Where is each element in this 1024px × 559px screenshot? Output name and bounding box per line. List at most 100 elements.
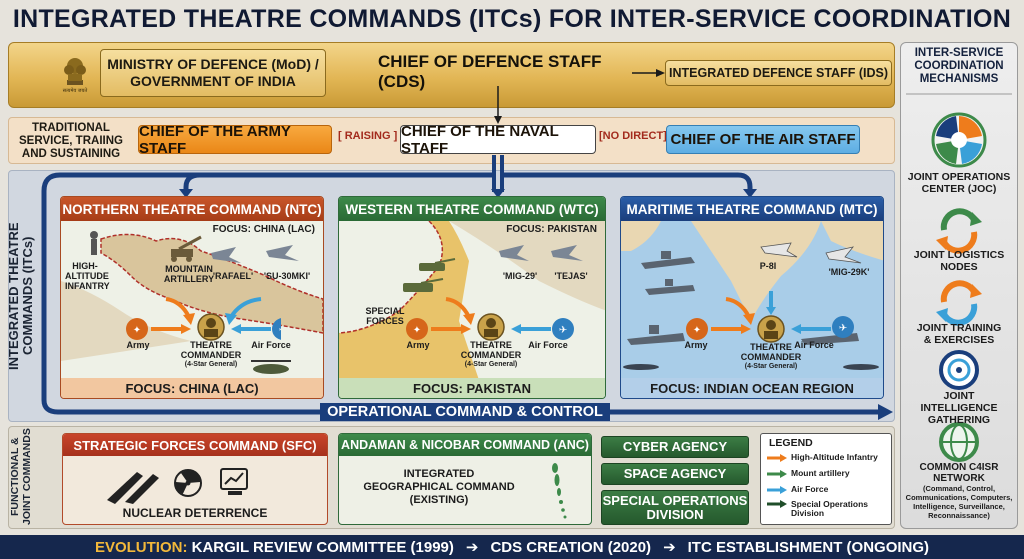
wtc-focus-top: FOCUS: PAKISTAN (506, 224, 597, 235)
fj-l2: JOINT COMMANDS (21, 428, 33, 526)
legend-item-high-altitude-infantry: High-Altitude Infantry (767, 453, 878, 462)
raising-bracket: [ RAISING ] (338, 130, 398, 142)
special-operations-division-box: SPECIAL OPERATIONS DIVISION (601, 490, 749, 525)
mtc-title: MARITIME THEATRE COMMAND (MTC) (621, 197, 883, 221)
svg-text:✦: ✦ (693, 325, 701, 336)
ntc-artillery-label: MOUNTAIN ARTILLERY (159, 264, 219, 284)
joc-l2: CENTER (JOC) (921, 183, 997, 195)
ntc-focus-foot: FOCUS: CHINA (LAC) (61, 378, 323, 398)
joint-operations-center-icon (931, 112, 987, 168)
wtc-special-forces-label: SPECIAL FORCES (365, 306, 405, 326)
command-console-icon (220, 468, 248, 495)
c4-d3: Intelligence, Surveillance, (913, 502, 1005, 511)
wtc-sf-l2: FORCES (366, 316, 404, 326)
integrated-defence-staff-box: INTEGRATED DEFENCE STAFF (IDS) (665, 60, 892, 86)
mod-line1: MINISTRY OF DEFENCE (MoD) / (107, 56, 319, 72)
mtc-cmdr-l2: COMMANDER (740, 352, 802, 362)
ntc-jet2-label: 'SU-30MKI' (263, 271, 311, 281)
ntc-army-label: Army (126, 340, 150, 350)
nuclear-icon (174, 469, 202, 497)
ntc-inf-l2: ALTITUDE (65, 271, 109, 281)
andaman-islands-icon (552, 463, 567, 519)
joc-l1: JOINT OPERATIONS (907, 171, 1011, 183)
joint-training-exercises-icon (936, 280, 982, 326)
evolution-step-2: CDS CREATION (2020) (490, 538, 652, 556)
ministry-of-defence-box: MINISTRY OF DEFENCE (MoD) / GOVERNMENT O… (100, 49, 326, 97)
sfc-body: NUCLEAR DETERRENCE (122, 506, 268, 520)
anc-body: INTEGRATED GEOGRAPHICAL COMMAND (EXISTIN… (349, 468, 529, 507)
anc-l1: INTEGRATED (403, 468, 475, 480)
wtc-coordination-diagram: ✦ ✈ (406, 297, 574, 341)
mtc-p8-label: P-8I (759, 261, 777, 271)
ntc-coordination-diagram: ✦ ✈ (126, 297, 281, 341)
wtc-focus-foot: FOCUS: PAKISTAN (339, 378, 605, 398)
maritime-theatre-command: MARITIME THEATRE COMMAND (MTC) P-8I 'MIG… (620, 196, 884, 399)
mech-title-l2: COORDINATION (914, 60, 1004, 72)
page-title: INTEGRATED THEATRE COMMANDS (ITCs) FOR I… (12, 4, 1012, 33)
mtc-theatre-commander: THEATRE COMMANDER (4-Star General) (736, 342, 806, 372)
space-agency-box: SPACE AGENCY (601, 463, 749, 485)
legend: LEGEND High-Altitude Infantry Mount arti… (760, 433, 892, 525)
wtc-sf-l1: SPECIAL (365, 306, 405, 316)
cyber-agency-box: CYBER AGENCY (601, 436, 749, 458)
fj-l1: FUNCTIONAL & (9, 437, 21, 517)
c4-d2: Communications, Computers, (905, 493, 1013, 502)
no-direct-bracket: [NO DIRECT] (599, 130, 667, 142)
ntc-theatre-commander: THEATRE COMMANDER (4-Star General) (176, 340, 246, 370)
wtc-cmdr-l2: COMMANDER (460, 350, 522, 360)
jig-label: JOINT INTELLIGENCE GATHERING (900, 390, 1018, 426)
arrow-right-icon: ➔ (465, 539, 479, 556)
mtc-coordination-diagram: ✦ ✈ (686, 291, 854, 343)
wtc-jet1-label: 'MIG-29' (502, 271, 538, 281)
wtc-title: WESTERN THEATRE COMMAND (WTC) (339, 197, 605, 221)
ntc-map-illustration (61, 221, 323, 380)
anc-l3: (EXISTING) (409, 494, 469, 506)
legend-item-air-force: Air Force (767, 485, 828, 494)
ntc-focus-top: FOCUS: CHINA (LAC) (212, 224, 315, 235)
mech-title-l3: MECHANISMS (919, 73, 999, 85)
svg-text:✈: ✈ (559, 325, 567, 336)
jln-l1: JOINT LOGISTICS (913, 249, 1005, 261)
sod-l1: SPECIAL OPERATIONS (602, 492, 748, 508)
dark-green-arrow-icon (767, 500, 787, 508)
andaman-nicobar-command: ANDAMAN & NICOBAR COMMAND (ANC) INTEGRAT… (338, 433, 592, 525)
sfc-title: STRATEGIC FORCES COMMAND (SFC) (63, 434, 327, 456)
joc-label: JOINT OPERATIONS CENTER (JOC) (900, 171, 1018, 195)
mtc-focus-foot: FOCUS: INDIAN OCEAN REGION (621, 378, 883, 398)
trad-l2: SERVICE, TRAIING (19, 134, 123, 147)
anc-l2: GEOGRAPHICAL COMMAND (363, 481, 515, 493)
blue-arrow-icon (767, 485, 787, 494)
ntc-cmdr-l2: COMMANDER (180, 350, 242, 360)
ntc-infantry-label: HIGH- ALTITUDE INFANTRY (65, 261, 110, 291)
mtc-cmdr-l3: (4-Star General) (744, 363, 798, 370)
c4-d1: (Command, Control, (922, 484, 996, 493)
functional-joint-vertical-label: FUNCTIONAL &JOINT COMMANDS (8, 428, 34, 526)
jln-l2: NODES (940, 261, 978, 273)
c4-l1: COMMON C4ISR (919, 462, 999, 473)
svg-text:✈: ✈ (279, 325, 281, 336)
evolution-step-1: KARGIL REVIEW COMMITTEE (1999) (191, 538, 454, 556)
c4-l2: NETWORK (933, 473, 985, 484)
wtc-map-illustration (339, 221, 605, 380)
svg-text:✦: ✦ (133, 325, 141, 336)
chief-of-naval-staff-box: CHIEF OF THE NAVAL STAFF (400, 123, 596, 157)
joint-intelligence-icon (939, 350, 979, 390)
c4isr-label: COMMON C4ISR NETWORK (Command, Control, … (900, 462, 1018, 520)
ntc-jet1-label: 'RAFAEL' (212, 271, 254, 281)
joint-logistics-nodes-icon (936, 208, 982, 254)
legend-item-mount-artillery: Mount artillery (767, 469, 850, 478)
jln-label: JOINT LOGISTICS NODES (900, 249, 1018, 273)
wtc-theatre-commander: THEATRE COMMANDER (4-Star General) (456, 340, 526, 370)
wtc-airforce-label: Air Force (528, 340, 568, 350)
ntc-art-l2: ARTILLERY (163, 274, 215, 284)
jig-l1: JOINT (943, 390, 975, 402)
missile-icon (107, 472, 159, 504)
orange-arrow-icon (767, 453, 787, 462)
evolution-label: EVOLUTION: (94, 538, 188, 556)
svg-text:✦: ✦ (413, 325, 421, 336)
national-emblem-icon: सत्यमेव जयते (63, 58, 87, 94)
c4-d4: Reconnaissance) (928, 511, 990, 520)
ntc-cmdr-l3: (4-Star General) (184, 361, 238, 368)
